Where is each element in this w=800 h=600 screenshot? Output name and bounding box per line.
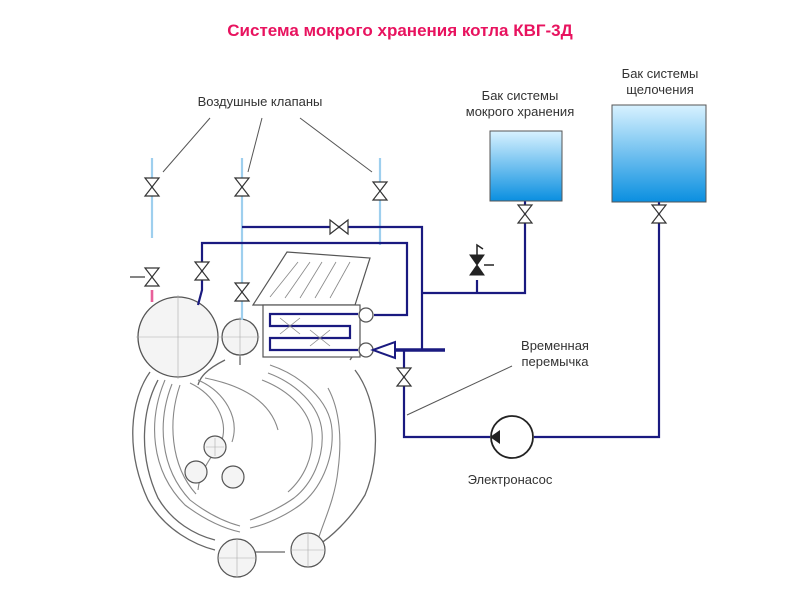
air-valve-1-icon (143, 177, 161, 197)
wet-storage-tank-label: Бак системы мокрого хранения (440, 88, 600, 120)
valve-icons (143, 177, 668, 387)
safety-valve-icon (469, 243, 494, 276)
diagram-title: Система мокрого хранения котла КВГ-3Д (227, 21, 573, 40)
air-valve-2-icon (233, 177, 251, 197)
bypass-valve-icon (329, 218, 349, 236)
drum-valve-icon (233, 282, 251, 302)
check-valve-icon (370, 340, 396, 360)
wet-tank-label-line2: мокрого хранения (465, 104, 575, 119)
leader-lines (162, 117, 513, 416)
wet-tank-valve-icon (516, 204, 534, 224)
pump-label: Электронасос (467, 472, 553, 487)
air-valves-label: Воздушные клапаны (197, 94, 323, 109)
electric-pump-icon (490, 415, 534, 459)
temp-bridge-label-line2: перемычка (521, 354, 589, 369)
lower-collectors (217, 532, 326, 578)
boiler-tube-bundle (154, 364, 341, 541)
temp-bridge-valve-icon (395, 367, 413, 387)
air-vent-lines (150, 158, 382, 320)
upper-drum-large (136, 295, 220, 379)
alkali-tank-label: Бак системы щелочения (590, 66, 730, 98)
wet-storage-tank (489, 130, 563, 202)
heat-exchanger (251, 251, 371, 358)
exchanger-outlet-header (358, 307, 374, 323)
drain-valve-icon (143, 267, 161, 287)
temp-bridge-label-line1: Временная (521, 338, 589, 353)
dark-blue-pipes (196, 172, 661, 439)
inner-collectors (184, 435, 245, 489)
temporary-bridge-label: Временная перемычка (485, 338, 625, 370)
upper-drum-small (220, 317, 260, 357)
alkali-tank (611, 104, 707, 203)
alkali-tank-label-line2: щелочения (626, 82, 694, 97)
wet-tank-label-line1: Бак системы (481, 88, 559, 103)
air-valve-3-icon (371, 181, 389, 201)
alkali-tank-label-line1: Бак системы (621, 66, 699, 81)
riser-valve-icon (193, 261, 211, 281)
alkali-tank-valve-icon (650, 204, 668, 224)
